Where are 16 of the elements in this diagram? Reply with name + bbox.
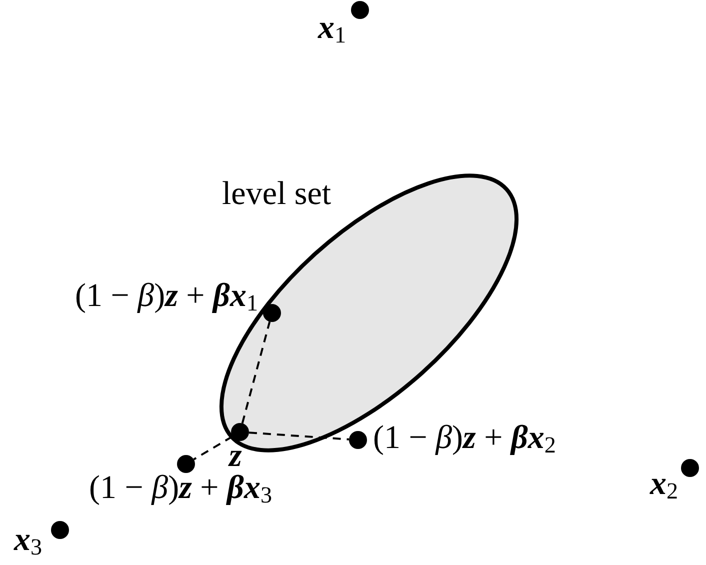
math-label: x$_{2}$	[650, 468, 678, 501]
math-label: (1 − β)z + βx$_{3}$	[89, 472, 272, 505]
point-marker	[177, 455, 195, 473]
dashed-line	[248, 432, 350, 440]
point-marker	[349, 431, 367, 449]
math-label: (1 − β)z + βx$_{2}$	[373, 422, 556, 455]
dashed-line	[193, 436, 233, 460]
math-label: x$_{1}$	[318, 12, 346, 45]
ellipse-label: level set	[222, 178, 332, 211]
dashed-line	[241, 321, 271, 424]
point-marker	[51, 521, 69, 539]
point-marker	[681, 459, 699, 477]
point-marker	[351, 1, 369, 19]
math-label: z	[229, 440, 242, 473]
math-label: (1 − β)z + βx$_{1}$	[75, 280, 258, 313]
math-label: x$_{3}$	[14, 524, 42, 557]
